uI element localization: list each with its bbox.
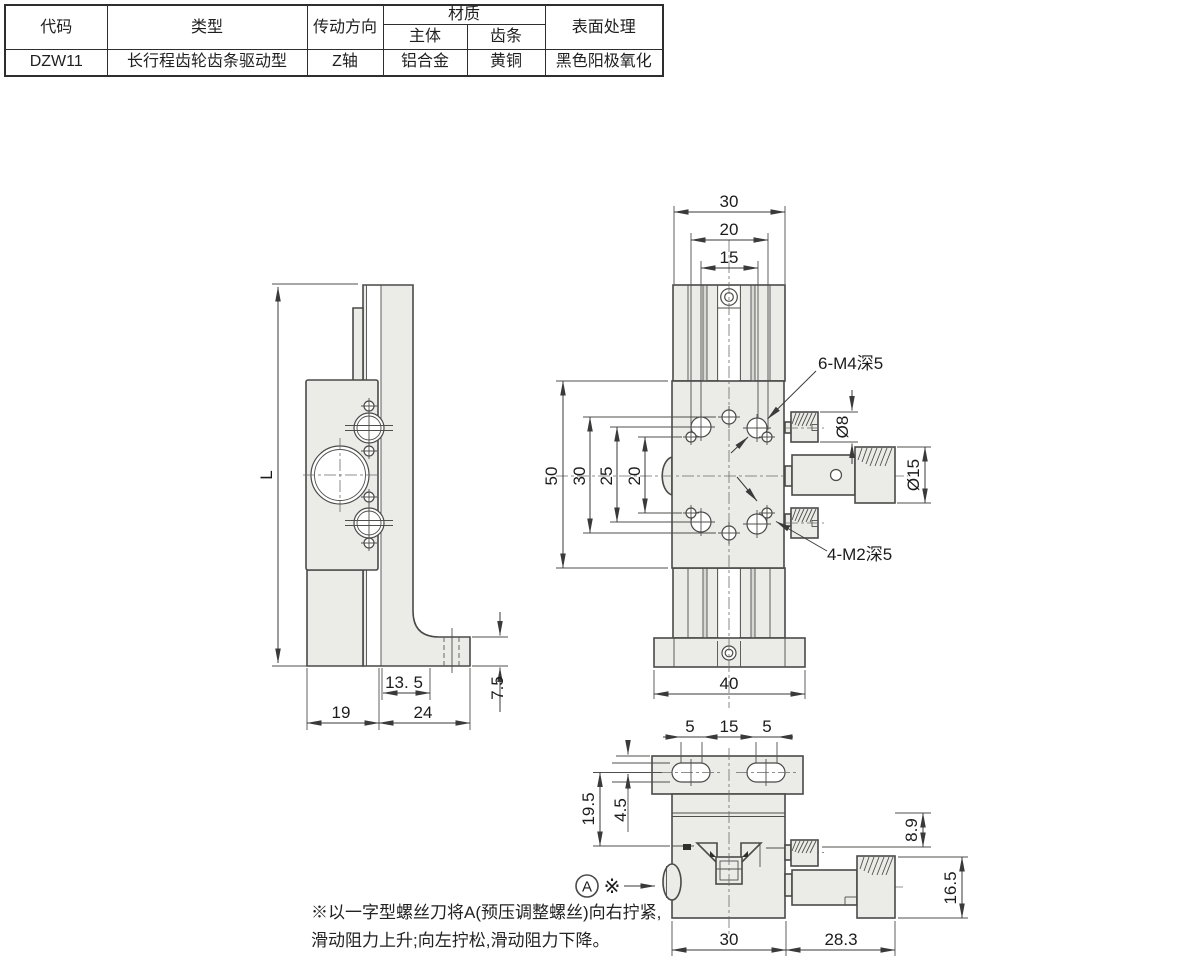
dim-front-plate-height: 50 — [542, 467, 561, 486]
dim-top-slot-center: 15 — [720, 717, 739, 736]
dim-side-height: L — [257, 470, 276, 479]
dim-top-knob-length: 28.3 — [824, 930, 857, 949]
dim-front-screw-span: 20 — [625, 467, 644, 486]
dim-front-base-width: 40 — [720, 674, 739, 693]
dim-front-hole-span: 25 — [597, 467, 616, 486]
cell-direction: Z轴 — [306, 49, 384, 77]
col-header-material-body: 主体 — [382, 24, 468, 51]
col-header-surface: 表面处理 — [544, 4, 664, 51]
dim-top-depth-total: 19.5 — [579, 792, 598, 825]
table-row: DZW11 长行程齿轮齿条驱动型 Z轴 铝合金 黄铜 黑色阳极氧化 — [4, 49, 664, 77]
dim-front-top-hole-span: 15 — [720, 248, 739, 267]
dim-side-base-right: 24 — [414, 703, 433, 722]
front-view-drawing: 30 20 15 50 30 25 20 40 Ø8 Ø15 — [542, 192, 931, 708]
dim-front-knob-large-dia: Ø15 — [904, 459, 923, 491]
dim-top-knob-dia: 16.5 — [941, 871, 960, 904]
side-view-drawing: L 13. 5 19 24 7.5 — [257, 283, 508, 730]
col-header-material: 材质 — [382, 4, 546, 26]
dim-top-knob-offset: 8.9 — [902, 818, 921, 842]
label-m4-holes: 6-M4深5 — [818, 354, 883, 373]
label-m2-holes: 4-M2深5 — [827, 545, 892, 564]
dim-top-slot-left: 5 — [685, 717, 694, 736]
cell-code: DZW11 — [4, 49, 108, 77]
footnote-line1: ※以一字型螺丝刀将A(预压调整螺丝)向右拧紧, — [311, 903, 662, 922]
top-view-drawing: 5 15 5 19.5 4.5 8.9 16.5 30 28.3 — [575, 717, 968, 956]
footnote-line2: 滑动阻力上升;向左拧松,滑动阻力下降。 — [311, 931, 610, 950]
dim-top-body-width: 30 — [720, 930, 739, 949]
spec-table: 代码 类型 传动方向 材质 表面处理 主体 齿条 DZW11 长行程齿轮齿条驱动… — [4, 4, 664, 77]
cell-material-body: 铝合金 — [382, 49, 468, 77]
label-ref-mark: ※ — [604, 876, 621, 898]
dim-front-center-hole-span: 30 — [570, 467, 589, 486]
cell-surface: 黑色阳极氧化 — [544, 49, 664, 77]
cell-type: 长行程齿轮齿条驱动型 — [106, 49, 308, 77]
footnote: ※以一字型螺丝刀将A(预压调整螺丝)向右拧紧, 滑动阻力上升;向左拧松,滑动阻力… — [311, 899, 661, 955]
dim-side-foot-height: 7.5 — [488, 676, 507, 700]
col-header-type: 类型 — [106, 4, 308, 51]
dim-top-slot-right: 5 — [762, 717, 771, 736]
cell-material-rack: 黄铜 — [466, 49, 546, 77]
dim-top-flange-offset: 4.5 — [611, 798, 630, 822]
label-screw-marker: A — [582, 879, 592, 896]
dim-front-top-screw-span: 20 — [720, 220, 739, 239]
dim-side-foot-offset: 13. 5 — [385, 673, 423, 692]
col-header-material-rack: 齿条 — [466, 24, 546, 51]
dim-front-knob-small-dia: Ø8 — [833, 416, 852, 439]
dim-side-base-left: 19 — [332, 703, 351, 722]
dim-front-top-width: 30 — [720, 192, 739, 211]
